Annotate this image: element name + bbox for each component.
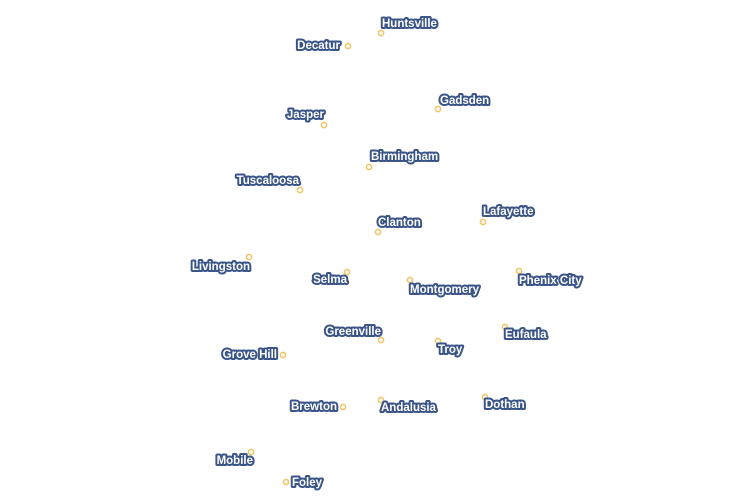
city-grove-hill: Grove Hill: [221, 347, 287, 363]
city-label: Decatur: [297, 40, 340, 52]
city-label: Phenix City: [519, 275, 582, 287]
city-greenville: Greenville: [323, 324, 385, 344]
city-marker: [377, 336, 385, 344]
city-label: Jasper: [287, 109, 325, 121]
city-marker: [434, 105, 442, 113]
city-label: Gadsden: [440, 95, 489, 107]
city-label: Andalusia: [381, 402, 437, 414]
city-label: Foley: [292, 477, 323, 489]
city-label: Birmingham: [371, 151, 438, 163]
city-label: Grove Hill: [223, 349, 277, 361]
city-label: Tuscaloosa: [237, 175, 300, 187]
city-marker: [279, 351, 287, 359]
city-marker: [343, 268, 351, 276]
city-andalusia: Andalusia: [377, 396, 439, 416]
city-lafayette: Lafayette: [479, 204, 536, 226]
city-montgomery: Montgomery: [406, 276, 482, 298]
city-jasper: Jasper: [285, 107, 328, 129]
city-mobile: Mobile: [215, 448, 255, 469]
city-label: Greenville: [325, 326, 381, 338]
city-foley: Foley: [282, 475, 325, 491]
city-marker: [247, 448, 255, 456]
city-label: Livingston: [192, 261, 250, 273]
city-livingston: Livingston: [190, 253, 253, 275]
city-marker: [296, 186, 304, 194]
city-phenix-city: Phenix City: [515, 267, 584, 289]
city-label: Huntsville: [382, 18, 437, 30]
city-dothan: Dothan: [481, 393, 527, 413]
city-marker: [481, 393, 489, 401]
city-marker: [501, 323, 509, 331]
city-marker: [320, 121, 328, 129]
city-label: Clanton: [378, 217, 421, 229]
city-label: Lafayette: [483, 206, 534, 218]
city-marker: [245, 253, 253, 261]
city-marker: [339, 403, 347, 411]
city-decatur: Decatur: [295, 38, 352, 54]
city-marker: [377, 396, 385, 404]
city-troy: Troy: [434, 337, 465, 358]
city-label: Eufaula: [505, 329, 547, 341]
city-marker: [479, 218, 487, 226]
city-label: Montgomery: [410, 284, 480, 296]
city-label: Brewton: [291, 401, 337, 413]
city-eufaula: Eufaula: [501, 323, 549, 343]
city-label: Troy: [438, 344, 463, 356]
city-label: Dothan: [485, 399, 525, 411]
city-marker: [377, 29, 385, 37]
city-marker: [344, 42, 352, 50]
city-gadsden: Gadsden: [434, 93, 491, 113]
city-selma: Selma: [311, 268, 351, 288]
city-brewton: Brewton: [289, 399, 347, 415]
city-clanton: Clanton: [374, 215, 423, 236]
city-marker: [434, 337, 442, 345]
city-marker: [282, 478, 290, 486]
city-birmingham: Birmingham: [365, 149, 440, 171]
city-label: Mobile: [217, 455, 253, 467]
city-marker: [406, 276, 414, 284]
city-marker: [515, 267, 523, 275]
city-marker: [374, 228, 382, 236]
city-huntsville: Huntsville: [377, 16, 439, 37]
city-marker: [365, 163, 373, 171]
city-label: Selma: [313, 274, 347, 286]
city-tuscaloosa: Tuscaloosa: [235, 173, 304, 194]
